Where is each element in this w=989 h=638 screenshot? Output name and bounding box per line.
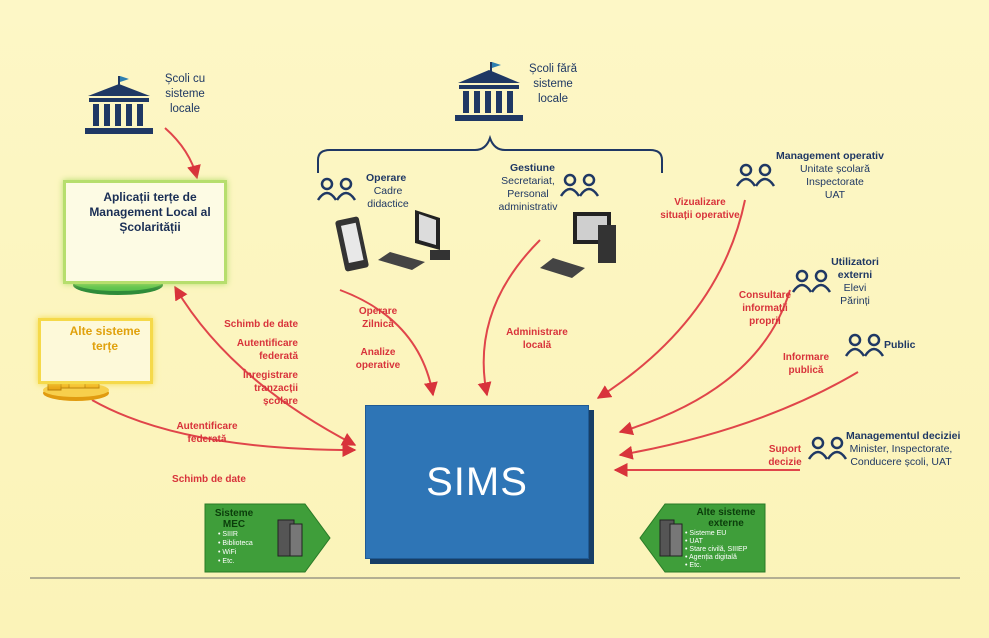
arrow-school-to-apps [164,127,201,180]
computer-icon [540,212,616,278]
group-brace [317,134,663,173]
external-tag-title: Alte sisteme externe [696,507,756,529]
operare-title: Operare [366,172,407,184]
gestiune-sub: Secretariat, Personal administrativ [498,175,558,213]
arrow-public-sims [618,371,859,460]
flow-schimb-date-2: Schimb de date [172,474,246,485]
mgmt-decizie-title: Managementul deciziei [846,430,961,442]
school-with-systems-label: Școli cu sisteme locale [164,73,206,115]
mgmt-op-title: Management operativ [776,150,884,162]
flow-operare-zilnica: Operare Zilnică [358,306,398,330]
arrow-mgmt-op-sims [596,199,746,399]
external-tag-item: • Etc. [685,562,702,569]
users-icon-operare [316,177,357,201]
flow-administrare: Administrare locală [506,327,568,351]
server-rack-icon [277,519,303,557]
external-tag-item: • Stare civilă, SIIIEP [685,546,748,553]
flow-informare: Informare publică [782,352,830,376]
mec-tag-item: • SIIIR [218,531,238,538]
arrow-ext-users-sims [618,289,791,436]
arrow-apps-sims [174,285,357,446]
external-tag-item: • Sisteme EU [685,530,727,537]
flow-consultare: Consultare informații proprii [738,290,792,327]
bank-icon-center [455,62,523,121]
mec-tag-title: Sisteme MEC [214,508,254,530]
sims-center-box: SIMS [365,405,589,559]
external-tag-item: • Agenția digitală [685,554,737,561]
users-icon-gestiune [559,173,600,197]
local-apps-box [63,180,227,284]
mgmt-decizie-sub: Minister, Inspectorate, Conducere școli,… [849,443,953,468]
public-title: Public [884,339,916,351]
operare-sub: Cadre didactice [367,185,409,210]
ext-users-title: Utilizatori externi [831,256,879,281]
arrow-other-sims [91,399,357,457]
flow-suport: Suport decizie [768,444,802,468]
server-rack-icon-ext [659,519,683,557]
flow-vizualizare: Vizualizare situații operative [660,197,740,221]
mgmt-op-sub: Unitate școlară Inspectorate UAT [799,163,871,201]
local-apps-title: Aplicații terțe de Management Local al Ș… [89,190,211,234]
flow-analize: Analize operative [355,347,401,371]
tablet-icon [335,216,369,272]
flow-schimb-date-1: Schimb de date [224,319,298,330]
users-icon-public [844,333,885,357]
desktop-icon [378,210,450,270]
ext-users-sub: Elevi Părinți [840,282,870,307]
sims-label: SIMS [426,459,528,504]
external-tag-item: • UAT [685,538,703,545]
mec-tag-item: • WiFi [218,549,237,556]
other-third-party-title: Alte sisteme terțe [69,324,141,353]
school-without-systems-label: Școli fără sisteme locale [529,63,577,105]
flow-autentificare-1: Autentificare federată [236,338,298,362]
users-icon-mgmt-op [735,163,776,187]
users-icon-decizie [807,436,848,460]
gestiune-title: Gestiune [510,162,555,174]
flow-inregistrare: Înregistrare tranzacții școlare [242,370,298,407]
other-third-party-box [38,318,153,384]
mec-tag-item: • Etc. [218,558,235,565]
flow-autentificare-2: Autentificare federată [176,421,238,445]
arrow-gestiune-sims [477,239,541,397]
bank-icon [85,76,153,134]
mec-tag-item: • Biblioteca [218,540,253,547]
users-icon-ext [791,269,832,293]
arrow-operare-sims [339,289,438,397]
